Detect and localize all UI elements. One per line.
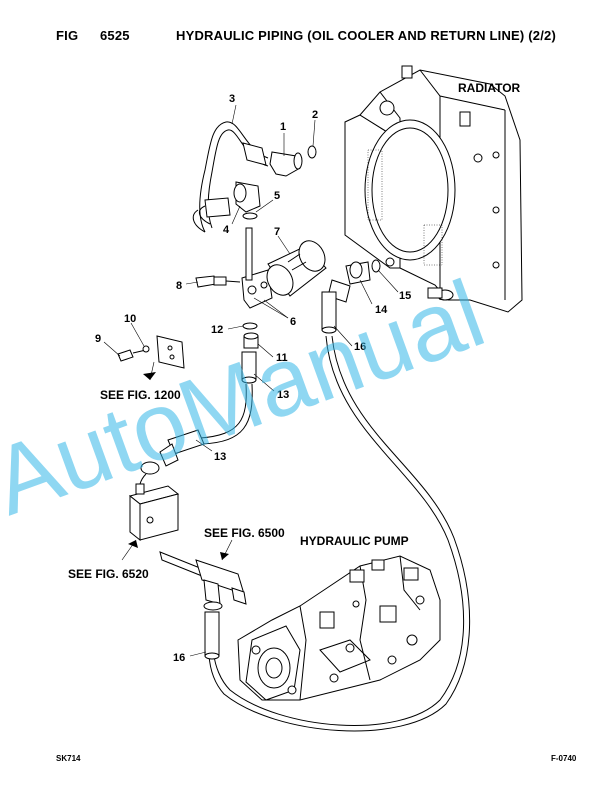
hose-part-13 bbox=[140, 351, 257, 475]
sensor-part-8 bbox=[195, 275, 241, 288]
hose-part-16 bbox=[204, 279, 471, 732]
callout-4: 4 bbox=[223, 224, 230, 236]
elbow-part-1 bbox=[269, 151, 303, 177]
callout-12: 12 bbox=[211, 324, 223, 336]
o-ring-part-12 bbox=[242, 322, 258, 330]
see-fig-6500-label: SEE FIG. 6500 bbox=[204, 526, 285, 540]
filter-head-part-6 bbox=[241, 227, 273, 309]
o-ring-part-2 bbox=[307, 145, 317, 159]
leader-lines bbox=[103, 104, 399, 657]
callout-14: 14 bbox=[375, 304, 388, 316]
pipe-part-3 bbox=[192, 121, 269, 233]
callout-16-upper: 16 bbox=[354, 341, 366, 353]
footer-left: SK714 bbox=[56, 754, 81, 763]
callout-13-upper: 13 bbox=[277, 389, 289, 401]
callout-2: 2 bbox=[312, 109, 318, 121]
callout-1: 1 bbox=[280, 121, 286, 133]
radiator bbox=[344, 65, 523, 313]
o-ring-part-15 bbox=[371, 259, 381, 273]
callout-7: 7 bbox=[274, 226, 280, 238]
elbow-part-14 bbox=[345, 261, 371, 285]
bolt-part-9 bbox=[117, 349, 147, 362]
callout-10: 10 bbox=[124, 313, 136, 325]
return-pipe bbox=[159, 551, 247, 611]
elbow-part-4 bbox=[233, 181, 261, 213]
callout-9: 9 bbox=[95, 333, 101, 345]
connector-part-11 bbox=[243, 332, 259, 349]
radiator-label: RADIATOR bbox=[458, 81, 521, 95]
page-title: HYDRAULIC PIPING (OIL COOLER AND RETURN … bbox=[176, 28, 556, 43]
valve-block bbox=[128, 473, 180, 542]
hydraulic-pump bbox=[237, 555, 441, 701]
callout-15: 15 bbox=[399, 290, 411, 302]
callout-11: 11 bbox=[276, 352, 288, 364]
callout-8: 8 bbox=[176, 280, 182, 292]
oil-filter-part-7 bbox=[266, 240, 327, 297]
washer-part-10 bbox=[142, 345, 150, 353]
callout-3: 3 bbox=[229, 93, 235, 105]
callout-13-lower: 13 bbox=[214, 451, 226, 463]
see-fig-6520-label: SEE FIG. 6520 bbox=[68, 567, 149, 581]
fig-label: FIG bbox=[56, 28, 79, 43]
callout-16-lower: 16 bbox=[173, 652, 185, 664]
callout-6: 6 bbox=[290, 316, 296, 328]
callout-5: 5 bbox=[274, 190, 280, 202]
fig-number: 6525 bbox=[100, 28, 130, 43]
footer-right: F-0740 bbox=[551, 754, 577, 763]
bracket bbox=[156, 335, 185, 369]
see-fig-1200-label: SEE FIG. 1200 bbox=[100, 388, 181, 402]
hydraulic-pump-label: HYDRAULIC PUMP bbox=[300, 534, 409, 548]
o-ring-part-5 bbox=[242, 212, 258, 220]
